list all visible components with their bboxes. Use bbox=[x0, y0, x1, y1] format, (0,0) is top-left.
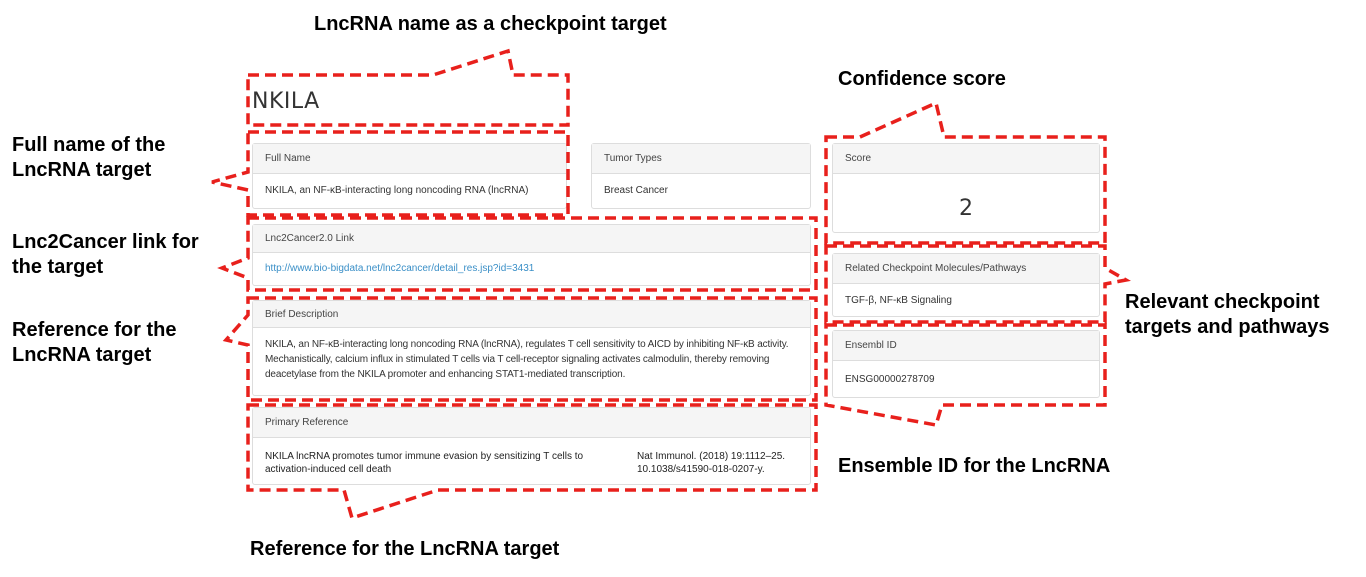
full-name-value: NKILA, an NF-κB-interacting long noncodi… bbox=[265, 185, 529, 196]
ensembl-panel: Ensembl ID ENSG00000278709 bbox=[832, 330, 1100, 398]
related-label: Related Checkpoint Molecules/Pathways bbox=[833, 254, 1099, 284]
callout-ensemble: Ensemble ID for the LncRNA bbox=[838, 455, 1111, 477]
lnc2cancer-panel: Lnc2Cancer2.0 Link http://www.bio-bigdat… bbox=[252, 224, 811, 286]
score-label: Score bbox=[833, 144, 1099, 174]
reference-label: Primary Reference bbox=[253, 408, 810, 438]
related-value: TGF-β, NF-κB Signaling bbox=[845, 295, 952, 306]
callout-lnc2cancer: Lnc2Cancer link for the target bbox=[12, 231, 199, 278]
tumor-types-panel: Tumor Types Breast Cancer bbox=[591, 143, 811, 209]
related-panel: Related Checkpoint Molecules/Pathways TG… bbox=[832, 253, 1100, 317]
callout-reference-left: Reference for the LncRNA target bbox=[12, 319, 177, 366]
callout-full-name: Full name of the LncRNA target bbox=[12, 134, 166, 181]
callout-relevant: Relevant checkpoint targets and pathways bbox=[1125, 291, 1330, 338]
page-title: NKILA bbox=[252, 89, 320, 114]
reference-panel: Primary Reference NKILA lncRNA promotes … bbox=[252, 407, 811, 485]
full-name-label: Full Name bbox=[253, 144, 566, 174]
description-panel: Brief Description NKILA, an NF-κB-intera… bbox=[252, 300, 811, 396]
ensembl-value: ENSG00000278709 bbox=[845, 374, 935, 385]
lnc2cancer-label: Lnc2Cancer2.0 Link bbox=[253, 225, 810, 253]
callout-confidence: Confidence score bbox=[838, 68, 1006, 90]
callout-name: LncRNA name as a checkpoint target bbox=[314, 13, 667, 35]
description-label: Brief Description bbox=[253, 301, 810, 328]
full-name-panel: Full Name NKILA, an NF-κB-interacting lo… bbox=[252, 143, 567, 209]
score-panel: Score 2 bbox=[832, 143, 1100, 233]
score-value: 2 bbox=[959, 196, 973, 221]
callout-reference-bottom: Reference for the LncRNA target bbox=[250, 538, 560, 560]
tumor-types-label: Tumor Types bbox=[592, 144, 810, 174]
ensembl-label: Ensembl ID bbox=[833, 331, 1099, 361]
tumor-types-value: Breast Cancer bbox=[604, 185, 668, 196]
lnc2cancer-link[interactable]: http://www.bio-bigdata.net/lnc2cancer/de… bbox=[265, 263, 535, 274]
reference-title: NKILA lncRNA promotes tumor immune evasi… bbox=[265, 451, 584, 475]
description-value: NKILA, an NF-κB-interacting long noncodi… bbox=[265, 339, 789, 380]
reference-citation: Nat Immunol. (2018) 19:1112–25. 10.1038/… bbox=[637, 451, 786, 475]
